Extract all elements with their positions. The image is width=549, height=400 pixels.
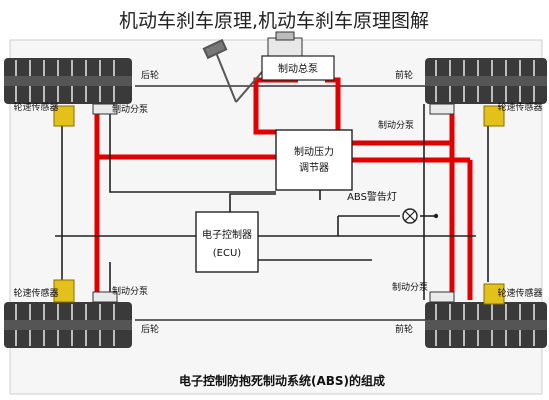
axles — [135, 85, 425, 321]
page-title: 机动车刹车原理,机动车刹车原理图解 — [119, 10, 429, 32]
caliper-label-rl: 制动分泵 — [112, 103, 148, 115]
wheel-label-fl: 后轮 — [141, 323, 159, 335]
tire-front-left — [4, 302, 132, 348]
abs-warning-lamp: ABS警告灯 — [347, 190, 439, 224]
wheel-label-fr: 前轮 — [395, 323, 413, 335]
caliper-label-rr: 制动分泵 — [378, 119, 414, 131]
ecu-label-2: (ECU) — [213, 248, 242, 259]
wiring — [55, 104, 489, 302]
caliper-label-fl: 制动分泵 — [112, 285, 148, 297]
ecu: 电子控制器 (ECU) — [195, 211, 259, 273]
master-cylinder-label: 制动总泵 — [278, 62, 318, 75]
speed-sensor-label-fr: 轮速传感器 — [497, 287, 542, 299]
pressure-regulator-label-1: 制动压力 — [294, 145, 334, 158]
caliper-label-fr: 制动分泵 — [392, 281, 428, 293]
speed-sensor-label-rl: 轮速传感器 — [13, 101, 58, 113]
calipers — [92, 103, 455, 303]
master-cylinder: 制动总泵 — [261, 31, 335, 81]
tire-rear-right — [425, 58, 547, 104]
brake-pedal — [202, 38, 269, 103]
speed-sensor-label-rr: 轮速传感器 — [497, 101, 542, 113]
pressure-regulator-label-2: 调节器 — [299, 162, 329, 174]
wheel-label-rr: 前轮 — [395, 69, 413, 81]
abs-lamp-label: ABS警告灯 — [347, 190, 397, 203]
ecu-label-1: 电子控制器 — [202, 228, 252, 241]
wheel-label-rl: 后轮 — [141, 69, 159, 81]
tire-rear-left — [4, 58, 132, 104]
speed-sensor-label-fl: 轮速传感器 — [13, 287, 58, 299]
tire-front-right — [425, 302, 547, 348]
pressure-regulator: 制动压力 调节器 — [275, 129, 353, 191]
diagram-caption: 电子控制防抱死制动系统(ABS)的组成 — [179, 373, 385, 388]
speed-sensors — [53, 105, 505, 305]
